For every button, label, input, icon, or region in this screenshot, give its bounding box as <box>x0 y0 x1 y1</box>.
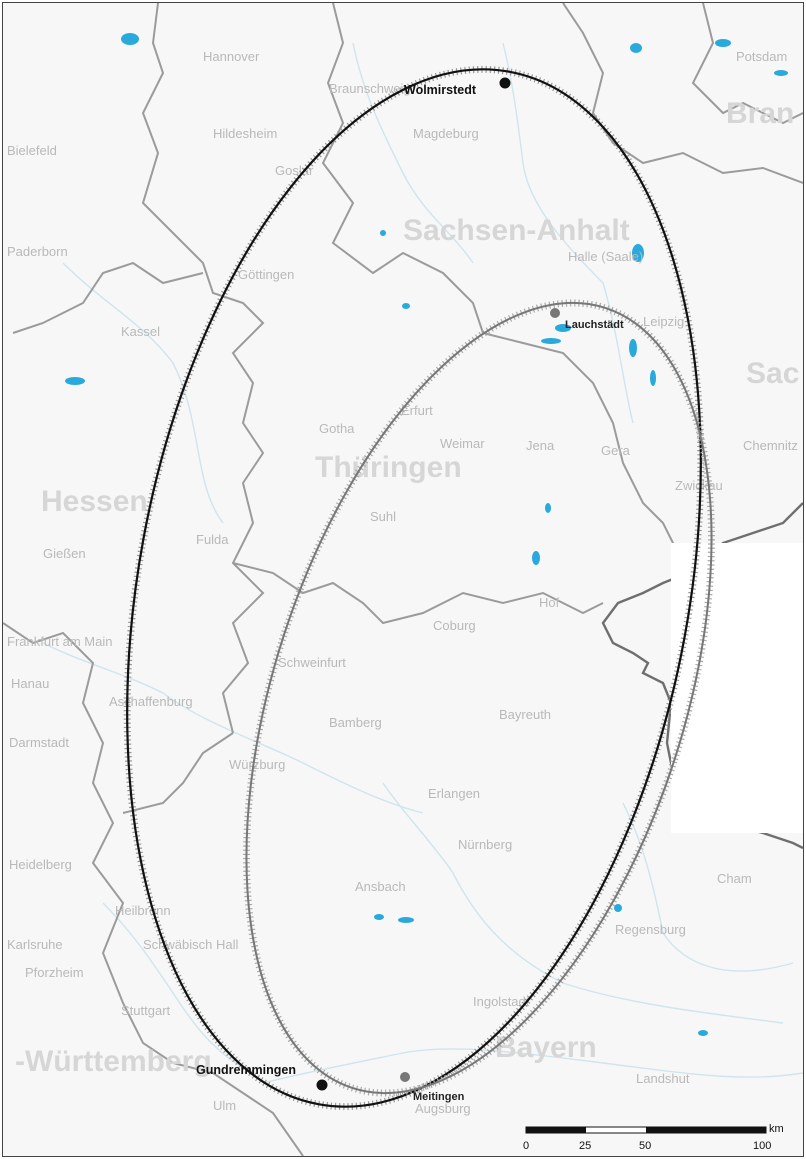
region-labels: Sachsen-Anhalt Thüringen Hessen Bayern -… <box>15 97 799 1078</box>
city-label-goettingen: Göttingen <box>238 267 294 282</box>
wolmirstedt-marker <box>499 77 511 89</box>
city-label-magdeburg: Magdeburg <box>413 126 479 141</box>
region-label-thueringen: Thüringen <box>315 451 462 484</box>
city-label-ingolstadt: Ingolstadt <box>473 994 530 1009</box>
city-label-hanau: Hanau <box>11 676 49 691</box>
wolmirstedt-label: Wolmirstedt <box>404 83 477 97</box>
city-label-chemnitz: Chemnitz <box>743 438 798 453</box>
map-canvas: Sachsen-Anhalt Thüringen Hessen Bayern -… <box>3 3 803 1156</box>
city-label-pforzheim: Pforzheim <box>25 965 84 980</box>
city-label-darmstadt: Darmstadt <box>9 735 69 750</box>
gundremmingen-marker <box>316 1079 328 1091</box>
city-label-ansbach: Ansbach <box>355 879 406 894</box>
scale-bar: km 0 25 50 100 <box>523 1123 784 1152</box>
scale-tick-50: 50 <box>639 1140 651 1152</box>
region-label-sachsen-anhalt: Sachsen-Anhalt <box>403 214 630 247</box>
city-label-bamberg: Bamberg <box>329 715 382 730</box>
city-label-suhl: Suhl <box>370 509 396 524</box>
city-label-gera: Gera <box>601 443 631 458</box>
lauchstaedt-label: Lauchstädt <box>565 319 624 331</box>
city-label-aschaffenburg: Aschaffenburg <box>109 694 193 709</box>
city-label-goslar: Goslar <box>275 163 314 178</box>
region-label-hessen: Hessen <box>41 485 148 518</box>
scale-tick-25: 25 <box>579 1140 591 1152</box>
site-meitingen: Meitingen <box>400 1072 465 1103</box>
site-gundremmingen: Gundremmingen <box>196 1063 328 1091</box>
scale-tick-100: 100 <box>753 1140 771 1152</box>
corridor-inner <box>242 299 716 1097</box>
city-label-hildesheim: Hildesheim <box>213 126 277 141</box>
scale-unit: km <box>769 1123 784 1135</box>
city-label-kassel: Kassel <box>121 324 160 339</box>
city-label-ulm: Ulm <box>213 1098 236 1113</box>
state-borders <box>3 3 803 1156</box>
city-label-paderborn: Paderborn <box>7 244 68 259</box>
city-label-stuttgart: Stuttgart <box>121 1003 171 1018</box>
city-label-landshut: Landshut <box>636 1071 690 1086</box>
region-label-sachsen: Sac <box>746 357 799 390</box>
lakes <box>65 33 788 1036</box>
city-label-gotha: Gotha <box>319 421 355 436</box>
city-label-weimar: Weimar <box>440 436 485 451</box>
city-label-frankfurt: Frankfurt am Main <box>7 634 112 649</box>
city-label-hof: Hof <box>539 595 560 610</box>
city-label-nuernberg: Nürnberg <box>458 837 512 852</box>
city-label-cham: Cham <box>717 871 752 886</box>
region-label-brandenburg: Bran <box>726 97 794 130</box>
corridor-outer <box>123 65 705 1111</box>
czech-republic-area <box>671 543 803 833</box>
site-lauchstaedt: Lauchstädt <box>550 308 624 331</box>
city-label-giessen: Gießen <box>43 546 86 561</box>
city-label-coburg: Coburg <box>433 618 476 633</box>
gundremmingen-label: Gundremmingen <box>196 1063 296 1077</box>
city-label-heidelberg: Heidelberg <box>9 857 72 872</box>
city-label-jena: Jena <box>526 438 555 453</box>
scale-tick-0: 0 <box>523 1140 529 1152</box>
city-label-halle: Halle (Saale) <box>568 249 643 264</box>
region-label-bayern: Bayern <box>495 1031 597 1064</box>
site-wolmirstedt: Wolmirstedt <box>404 77 511 97</box>
lauchstaedt-marker <box>550 308 560 318</box>
city-label-karlsruhe: Karlsruhe <box>7 937 63 952</box>
meitingen-label: Meitingen <box>413 1091 465 1103</box>
city-label-wuerzburg: Würzburg <box>229 757 285 772</box>
city-label-augsburg: Augsburg <box>415 1101 471 1116</box>
city-label-erlangen: Erlangen <box>428 786 480 801</box>
city-label-heilbronn: Heilbronn <box>115 903 171 918</box>
city-label-bielefeld: Bielefeld <box>7 143 57 158</box>
city-label-leipzig: Leipzig <box>643 314 684 329</box>
city-label-braunschweig: Braunschweig <box>329 81 411 96</box>
city-label-schwaebisch-hall: Schwäbisch Hall <box>143 937 238 952</box>
city-label-erfurt: Erfurt <box>401 403 433 418</box>
city-label-schweinfurt: Schweinfurt <box>278 655 346 670</box>
city-labels: Hannover Potsdam Braunschweig Magdeburg … <box>7 49 798 1116</box>
city-label-bayreuth: Bayreuth <box>499 707 551 722</box>
city-label-regensburg: Regensburg <box>615 922 686 937</box>
rivers <box>42 42 803 1084</box>
city-label-hannover: Hannover <box>203 49 260 64</box>
city-label-fulda: Fulda <box>196 532 229 547</box>
meitingen-marker <box>400 1072 410 1082</box>
region-label-baden-wuerttemberg: -Württemberg <box>15 1045 212 1078</box>
city-label-potsdam: Potsdam <box>736 49 787 64</box>
